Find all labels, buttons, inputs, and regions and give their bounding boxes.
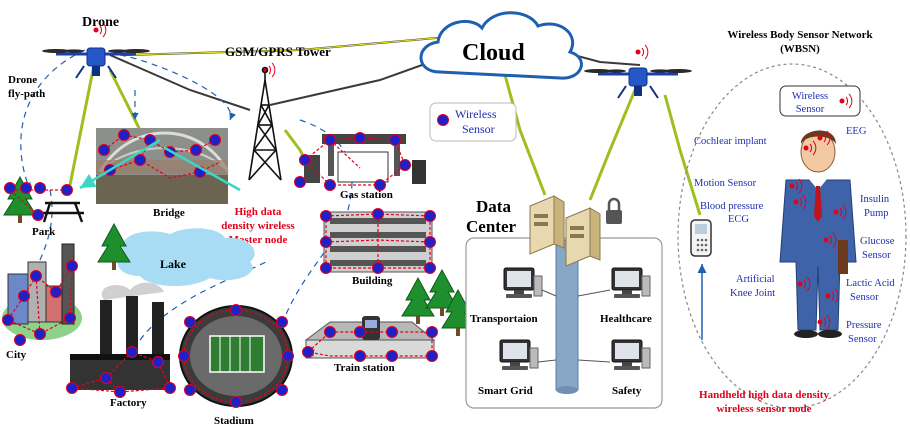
drone-right xyxy=(582,44,694,100)
wbsn-glucose-1: Glucose xyxy=(860,236,895,247)
uplink-drone2-wbsn xyxy=(663,94,702,216)
wbsn-bp-2: ECG xyxy=(728,214,749,225)
cloud: Cloud xyxy=(419,11,583,80)
stadium-label: Stadium xyxy=(214,415,254,427)
lake: Lake xyxy=(117,228,255,287)
building-label: Building xyxy=(352,275,393,287)
data-center: Data Center Transportaion Healthcare Sma… xyxy=(465,195,663,409)
drone-label: Drone xyxy=(82,15,119,30)
wireless-uplinks xyxy=(68,34,702,216)
transportation-label: Transportaion xyxy=(470,313,538,325)
wbsn-knee-2: Knee Joint xyxy=(730,288,775,299)
handheld-label-2: wireless sensor node xyxy=(717,403,812,415)
wbsn-insulin-2: Pump xyxy=(864,208,889,219)
legend-label-2: Sensor xyxy=(462,122,495,136)
uplink-cloud-dc xyxy=(503,74,547,196)
train-station-label: Train station xyxy=(334,362,395,374)
data-center-label-1: Data xyxy=(476,197,511,216)
person-figure xyxy=(779,130,857,338)
healthcare-label: Healthcare xyxy=(600,313,652,325)
building xyxy=(320,208,436,274)
safety-label: Safety xyxy=(612,385,642,397)
cloud-label: Cloud xyxy=(462,40,525,66)
gsm-tower-label: GSM/GPRS Tower xyxy=(225,44,331,59)
wbsn-knee-1: Artificial xyxy=(736,274,775,285)
wbsn: Wireless Body Sensor Network (WBSN) Wire… xyxy=(677,29,907,415)
lock-icon xyxy=(606,197,622,224)
wbsn-legend-2: Sensor xyxy=(796,104,825,115)
wbsn-pressure-1: Pressure xyxy=(846,320,882,331)
wbsn-lactic-2: Sensor xyxy=(850,292,879,303)
factory-label: Factory xyxy=(110,397,147,409)
park xyxy=(3,176,84,224)
wbsn-bp-1: Blood pressure xyxy=(700,201,764,212)
wbsn-title-2: (WBSN) xyxy=(780,43,820,55)
train-station xyxy=(302,269,475,362)
uplink-drone-park xyxy=(68,59,97,186)
legend-label-1: Wireless xyxy=(455,107,497,121)
wbsn-glucose-2: Sensor xyxy=(862,250,891,261)
gas-station-label: Gas station xyxy=(340,189,393,201)
wbsn-cochlear: Cochlear implant xyxy=(694,136,767,147)
uplink-drone-bridge xyxy=(108,69,142,131)
gsm-tower xyxy=(248,62,282,181)
bridge-label: Bridge xyxy=(153,207,185,219)
drone-fly-path-label-2: fly-path xyxy=(8,88,45,100)
lake-label: Lake xyxy=(160,257,187,271)
factory xyxy=(66,282,176,398)
wbsn-insulin-1: Insulin xyxy=(860,194,890,205)
park-label: Park xyxy=(32,226,56,238)
uplink-drone-tower xyxy=(109,54,251,111)
bridge xyxy=(79,128,241,204)
wbsn-pressure-2: Sensor xyxy=(848,334,877,345)
wireless-sensor-legend: Wireless Sensor xyxy=(429,102,517,142)
wbsn-title-1: Wireless Body Sensor Network xyxy=(727,29,873,41)
wbsn-motion: Motion Sensor xyxy=(694,178,757,189)
uplink-drone2-dc xyxy=(588,89,637,201)
smart-grid-label: Smart Grid xyxy=(478,385,533,397)
handheld-device-icon xyxy=(690,219,712,257)
gas-station xyxy=(294,132,426,191)
data-center-label-2: Center xyxy=(466,217,516,236)
master-node-label-2: density wireless xyxy=(221,220,295,232)
handheld-label-1: Handheld high data density xyxy=(699,389,829,401)
master-node-label-1: High data xyxy=(235,206,282,218)
city-label: City xyxy=(6,349,27,361)
wbsn-lactic-1: Lactic Acid xyxy=(846,278,895,289)
city xyxy=(2,243,82,346)
wbsn-eeg: EEG xyxy=(846,126,867,137)
wbsn-legend-1: Wireless xyxy=(792,91,828,102)
drone-left xyxy=(40,22,152,80)
stadium xyxy=(178,304,294,408)
drone-fly-path-label-1: Drone xyxy=(8,74,37,86)
